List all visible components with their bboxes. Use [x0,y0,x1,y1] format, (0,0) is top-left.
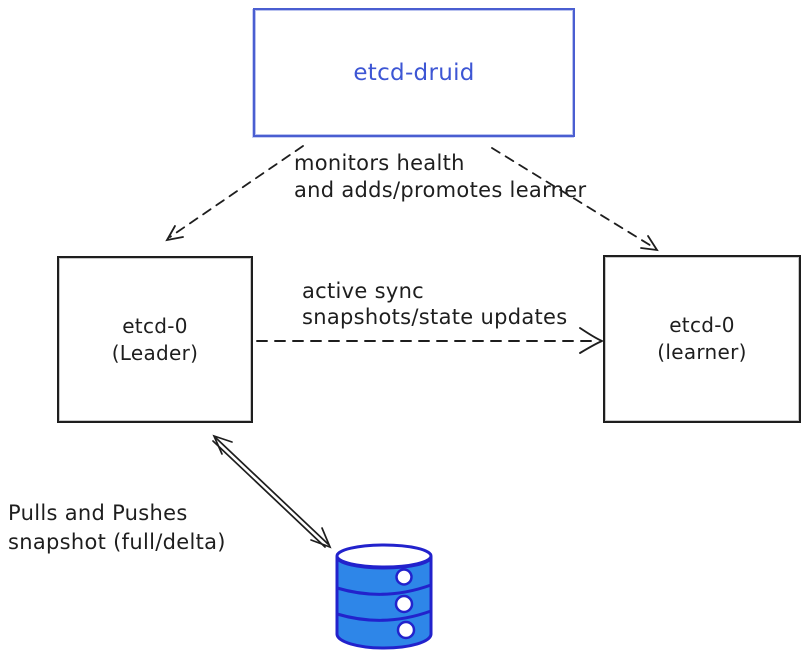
database-hole-2 [394,594,414,614]
node-etcd-learner-name: etcd-0 [669,313,735,337]
snapshot-arrow [212,434,332,549]
sync-edge-label-line2: snapshots/state updates [302,305,568,329]
database-divider-2 [335,609,433,622]
monitor-arrow-to-learner-shaft [491,147,654,248]
snapshot-arrow-shaft-a [215,437,329,545]
database-body [335,555,433,650]
monitor-arrow-to-leader [165,145,304,242]
node-etcd-druid: etcd-druid [253,8,575,137]
database-hole-1 [395,568,413,586]
sync-edge-label: active sync snapshots/state updates [302,278,568,330]
node-etcd-leader: etcd-0 (Leader) [57,256,253,423]
snapshot-arrow-head-bottom [310,527,332,549]
sync-edge-label-line1: active sync [302,279,425,303]
snapshot-arrow-shaft-b [212,440,326,548]
node-etcd-druid-label: etcd-druid [353,59,475,86]
database-divider-1 [335,583,433,596]
monitor-edge-label-line2: and adds/promotes learner [294,178,587,202]
monitor-arrow-to-learner-head [640,235,659,252]
database-hole-3 [396,620,416,640]
database-cylinder-icon [335,543,433,650]
node-etcd-leader-role: (Leader) [111,340,199,365]
monitor-arrow-to-leader-head [165,225,184,242]
monitor-arrow-to-learner [491,147,659,252]
sync-arrow [256,327,603,354]
node-etcd-leader-name: etcd-0 [122,313,188,338]
node-etcd-learner-role: (learner) [657,340,747,364]
snapshot-edge-label-line1: Pulls and Pushes [8,501,188,525]
monitor-arrow-to-leader-shaft [169,145,304,238]
monitor-edge-label: monitors health and adds/promotes learne… [294,150,586,204]
database-top-ellipse [335,543,433,569]
snapshot-edge-label-line2: snapshot (full/delta) [8,530,226,554]
monitor-edge-label-line1: monitors health [294,151,465,175]
node-etcd-learner: etcd-0 (learner) [603,255,801,423]
snapshot-edge-label: Pulls and Pushes snapshot (full/delta) [8,499,226,557]
snapshot-arrow-head-top [212,434,233,455]
sync-arrow-head [579,327,603,354]
